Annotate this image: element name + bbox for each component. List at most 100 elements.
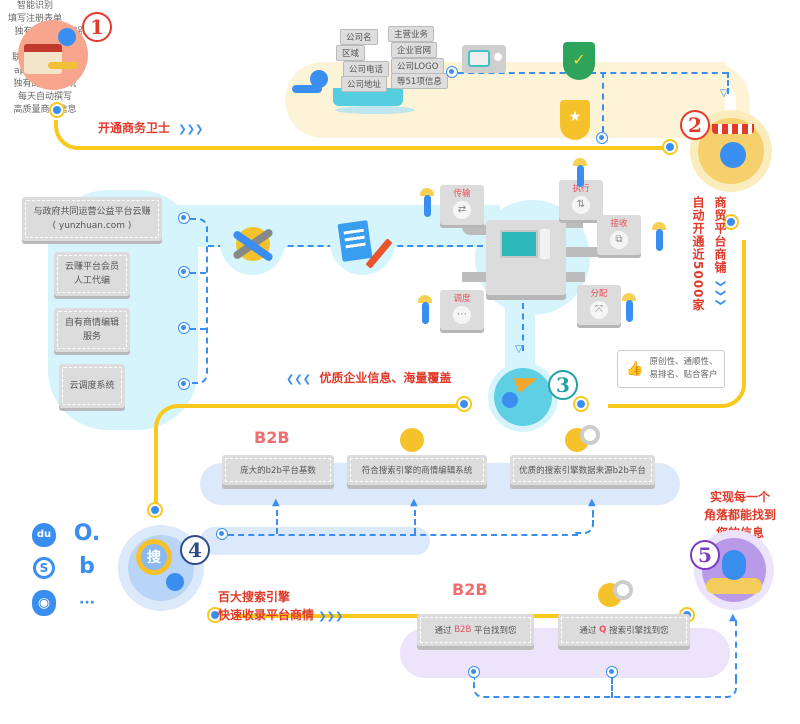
- allocate-icon: ⤧: [590, 301, 608, 319]
- left-panel-item: 云赚平台会员人工代编: [54, 252, 130, 296]
- write-label: 每天自动撰写 高质量商情信息: [13, 92, 77, 115]
- b2b-logo-icon: B2B: [452, 580, 488, 599]
- company-tag: 公司电话: [343, 61, 390, 77]
- key-icon: [48, 62, 78, 69]
- mascot-icon: [502, 392, 518, 408]
- pipe: [563, 272, 585, 282]
- flow-dash: [735, 620, 737, 680]
- step1-number-badge: 1: [82, 12, 112, 42]
- pipe: [462, 225, 486, 235]
- flow-dot: [178, 266, 190, 278]
- node-dot: [147, 502, 163, 518]
- thumbs-up-icon: 👍: [626, 361, 644, 377]
- worker-icon: [418, 295, 432, 329]
- flow-dot: [446, 66, 458, 78]
- step1-title: 开通商务卫士 ❯❯❯: [98, 121, 204, 135]
- execute-icon: ⇅: [572, 196, 590, 214]
- mascot-body: [292, 85, 322, 93]
- step2-title: 商贸平台商铺 ❯❯❯: [713, 196, 727, 308]
- processing-machine: [486, 220, 566, 295]
- cart-mascot: [292, 70, 332, 100]
- mascot-head: [310, 70, 328, 88]
- baidu-icon: du: [32, 523, 56, 547]
- worker-icon: [622, 293, 636, 327]
- flow-dash: [458, 72, 728, 74]
- module-transfer: 传输⇄: [440, 185, 484, 225]
- module-dispatch: 调度⋯: [440, 290, 484, 330]
- flow-dash: [276, 510, 278, 534]
- left-panel-item: 云调度系统: [59, 364, 125, 408]
- step5-number-badge: 5: [690, 540, 720, 570]
- mascot-icon: [166, 573, 184, 591]
- worker-icon: [652, 222, 666, 256]
- company-tag: 企业官网: [391, 42, 438, 58]
- form-label: 智能识别 填写注册表单: [7, 1, 62, 24]
- node-dot: [662, 139, 678, 155]
- flow-dot: [216, 528, 228, 540]
- arrow-up-icon: ▲: [410, 497, 418, 508]
- step3-card: 优质的搜索引擎数据来源b2b平台: [510, 455, 655, 485]
- module-allocate: 分配⤧: [577, 285, 621, 325]
- coins-icon: [706, 578, 762, 594]
- flow-dot: [178, 378, 190, 390]
- step4-title: 百大搜索引擎 快速收录平台商情 ❯❯❯: [218, 590, 344, 622]
- step2-subtitle: 自动开通近5000家: [691, 196, 705, 312]
- shield-check-icon: ✓: [563, 42, 595, 80]
- flow-dash: [611, 678, 613, 698]
- company-tag: 公司名: [340, 29, 378, 45]
- arrow-up-icon: ▲: [272, 497, 280, 508]
- step3-illustration: [488, 362, 558, 432]
- flow-curve: [473, 678, 737, 698]
- flow-dash: [602, 72, 604, 132]
- monitor-chart-icon: [500, 230, 538, 258]
- cart-icon: [333, 88, 403, 106]
- arrow-down-icon: ▽: [720, 88, 728, 99]
- b2b-logo-icon: B2B: [254, 428, 290, 447]
- flow-dash: [727, 72, 729, 94]
- company-tag: 区域: [336, 45, 366, 61]
- 360-icon: O.: [73, 521, 101, 546]
- youdao-icon: ◉: [32, 590, 56, 616]
- flow-dash: [228, 534, 578, 536]
- bing-icon: b: [79, 554, 95, 579]
- worker-icon: [420, 188, 434, 222]
- company-tag: 公司LOGO: [391, 58, 445, 74]
- wrench-gear-icon: [228, 222, 278, 267]
- left-panel-item: 自有商情编辑服务: [54, 308, 130, 352]
- pipe: [563, 247, 598, 257]
- company-tag: 公司地址: [341, 76, 388, 92]
- flow-dot: [468, 666, 480, 678]
- path-2-3: [608, 240, 746, 408]
- node-dot: [723, 214, 739, 230]
- flow-dash: [190, 328, 206, 330]
- pipe: [462, 272, 486, 282]
- step3-number-badge: 3: [548, 370, 578, 400]
- chevron-left-icon: ❮❮❮: [286, 374, 312, 385]
- step4-number-badge: 4: [180, 535, 210, 565]
- sogou-icon: S: [33, 557, 55, 579]
- chevron-right-icon: ❯❯❯: [178, 124, 204, 135]
- flow-curve: [575, 510, 594, 534]
- arrow-down-icon: ▽: [515, 344, 523, 355]
- step5-card-search: 通过 Q 搜索引擎找到您: [558, 614, 690, 646]
- mascot-icon: [58, 28, 76, 46]
- magnifier-icon: [613, 580, 633, 600]
- flow-dot: [596, 132, 608, 144]
- module-execute: 执行⇅: [559, 180, 603, 220]
- flow-dash: [190, 272, 206, 274]
- doc-lines: [343, 228, 367, 252]
- server-icon: [540, 229, 550, 259]
- lane-step4: [200, 527, 430, 555]
- module-receive: 接收⧉: [597, 215, 641, 255]
- flow-dash: [522, 303, 524, 351]
- path-1-2: [54, 120, 674, 150]
- store-awning-icon: [712, 124, 754, 134]
- chevron-down-icon: ❯❯❯: [715, 279, 726, 308]
- receive-icon: ⧉: [610, 231, 628, 249]
- step1-illustration: [18, 20, 88, 90]
- path-3-4: [154, 404, 464, 504]
- flow-dot: [178, 322, 190, 334]
- more-icon: ···: [79, 595, 95, 611]
- step3-tooltip: 👍 原创性、通顺性、 易排名、贴合客户: [617, 350, 725, 388]
- step3-card: 符合搜索引擎的商情编辑系统: [347, 455, 487, 485]
